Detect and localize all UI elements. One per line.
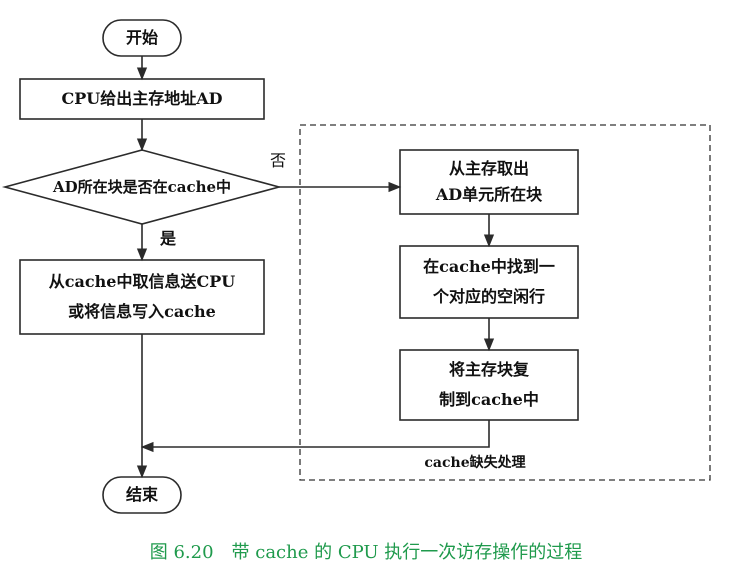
fetch-block-line1: 从主存取出 [448,159,529,178]
read-cache-label: 从cache中取信息送CPU 或将信息写入cache [20,260,264,334]
cache-miss-group-label: cache缺失处理 [424,455,526,472]
arrow-copy-to-merge [140,420,490,453]
cache-miss-group-border [299,124,711,481]
copy-block-line1: 将主存块复 [448,360,529,379]
no-edge-label: 否 [269,151,286,170]
find-line-line2: 个对应的空闲行 [432,287,545,306]
find-line-label: 在cache中找到一 个对应的空闲行 [400,246,578,318]
end-label: 结束 [125,485,158,504]
cpu-address-box [19,78,265,120]
copy-block-label: 将主存块复 制到cache中 [400,350,578,420]
find-line-line1: 在cache中找到一 [423,257,555,276]
copy-block-box [399,349,579,421]
yes-edge-label: 是 [159,229,176,248]
start-label: 开始 [125,28,158,47]
find-line-box [399,245,579,319]
figure-caption: 图 6.20 带 cache 的 CPU 执行一次访存操作的过程 [149,542,583,563]
fetch-block-line2: AD单元所在块 [435,185,543,204]
copy-block-line2: 制到cache中 [439,390,539,409]
fetch-block-box [399,149,579,215]
cpu-address-label: CPU给出主存地址AD [61,89,223,108]
fetch-block-label: 从主存取出 AD单元所在块 [400,150,578,214]
read-cache-line2: 或将信息写入cache [68,302,216,321]
decision-label: AD所在块是否在cache中 [52,177,232,196]
read-cache-box [19,259,265,335]
read-cache-line1: 从cache中取信息送CPU [48,272,236,291]
